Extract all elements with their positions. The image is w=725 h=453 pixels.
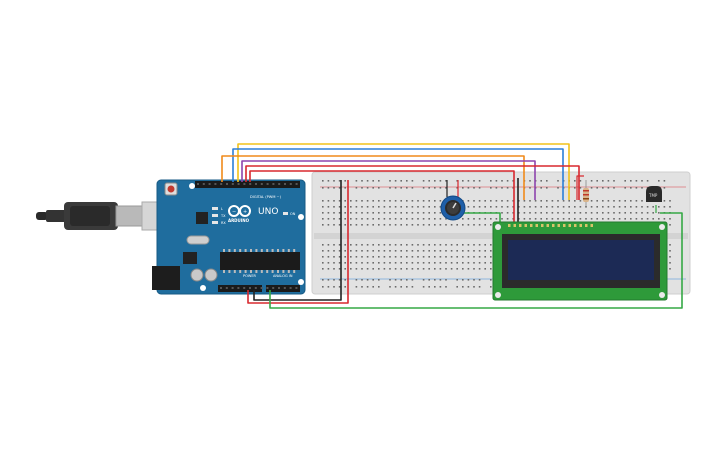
power-label: POWER	[243, 274, 257, 278]
wires	[221, 143, 683, 309]
microcontroller-chip	[220, 252, 300, 270]
analog-label: ANALOG IN	[273, 274, 293, 278]
wire-red-2[interactable]	[249, 170, 515, 222]
wire-red-1[interactable]	[245, 165, 580, 200]
wire-orange[interactable]	[221, 155, 525, 200]
analog-header	[266, 285, 300, 292]
power-jack	[152, 266, 180, 290]
digital-header	[195, 181, 300, 188]
svg-text:−: −	[232, 209, 236, 215]
tx-label: TX	[220, 214, 226, 218]
sensor-label: TMP	[648, 193, 658, 198]
board-model: UNO	[258, 207, 278, 217]
wire-green-bottom[interactable]	[269, 212, 683, 309]
arduino-logo-text: ARDUINO	[228, 218, 250, 223]
lcd-pins	[508, 224, 593, 227]
lcd-module[interactable]	[492, 221, 668, 301]
digital-label: DIGITAL (PWM ~)	[250, 195, 282, 199]
wire-purple[interactable]	[241, 160, 536, 200]
rx-label: RX	[221, 221, 226, 225]
svg-text:+: +	[243, 209, 247, 215]
wire-green-pot[interactable]	[461, 212, 501, 222]
resistor[interactable]	[583, 180, 589, 206]
l-label: L	[221, 207, 223, 211]
wire-blue[interactable]	[232, 148, 564, 200]
on-label: ON	[290, 212, 296, 216]
wire-black-bottom[interactable]	[253, 180, 342, 301]
temperature-sensor[interactable]: TMP	[646, 186, 662, 202]
usb-cable	[36, 201, 169, 231]
wire-red-bottom[interactable]	[247, 180, 349, 304]
potentiometer[interactable]	[440, 195, 466, 221]
power-header	[218, 285, 262, 292]
arduino-board[interactable]: L TX RX ON − + ARDUINO UNO DIGITAL (PWM …	[152, 179, 306, 295]
arduino-logo-icon	[228, 205, 251, 217]
wire-red-3[interactable]	[576, 175, 584, 200]
wire-yellow[interactable]	[237, 143, 570, 200]
chip-pins	[223, 249, 296, 273]
lcd-screen	[508, 240, 654, 280]
